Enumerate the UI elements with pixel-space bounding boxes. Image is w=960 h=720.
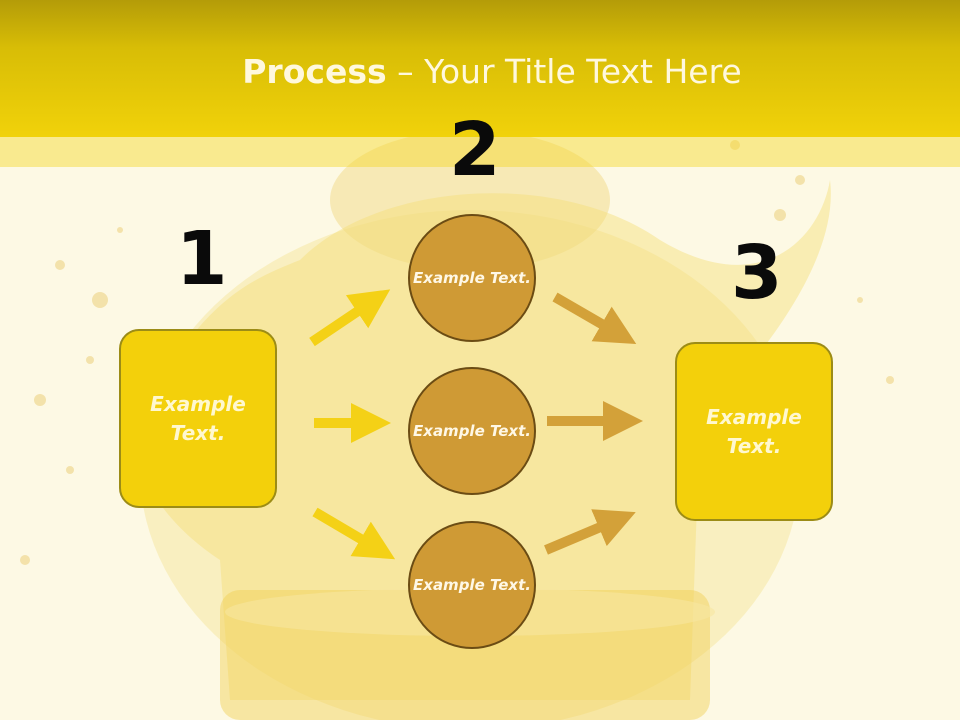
slide-title: Process – Your Title Text Here xyxy=(0,52,960,91)
circle-top-text: Example Text. xyxy=(413,268,531,287)
step-number-3: 3 xyxy=(731,230,783,316)
step-number-1: 1 xyxy=(176,216,228,302)
arrow-1-to-2c xyxy=(312,507,396,560)
title-bar-shadow xyxy=(0,137,960,167)
step-number-2: 2 xyxy=(449,107,501,193)
step-2-circle-middle: Example Text. xyxy=(408,367,536,495)
title-bold: Process xyxy=(242,52,387,91)
title-bar xyxy=(0,0,960,137)
step-2-circle-bottom: Example Text. xyxy=(408,521,536,649)
arrow-2a-to-3 xyxy=(552,292,637,345)
step-3-box: Example Text. xyxy=(675,342,833,521)
circle-middle-text: Example Text. xyxy=(413,421,531,440)
circle-bottom-text: Example Text. xyxy=(413,575,531,594)
arrow-1-to-2a xyxy=(309,289,391,347)
arrow-2c-to-3 xyxy=(544,509,636,555)
step-2-circle-top: Example Text. xyxy=(408,214,536,342)
step-3-text: Example Text. xyxy=(706,404,802,458)
step-1-text: Example Text. xyxy=(150,391,246,445)
step-1-box: Example Text. xyxy=(119,329,277,508)
title-rest: – Your Title Text Here xyxy=(386,52,742,91)
